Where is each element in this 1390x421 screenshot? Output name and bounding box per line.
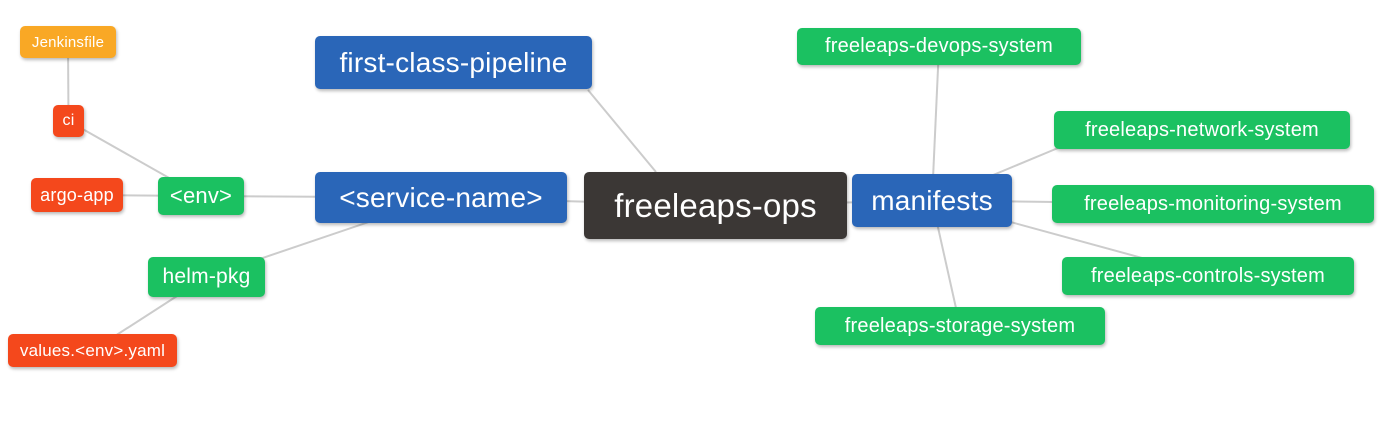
node-helm-pkg[interactable]: helm-pkg [148, 257, 265, 297]
node-freeleaps-storage-system[interactable]: freeleaps-storage-system [815, 307, 1105, 345]
node-freeleaps-monitoring-system[interactable]: freeleaps-monitoring-system [1052, 185, 1374, 223]
node-manifests[interactable]: manifests [852, 174, 1012, 227]
node-argo-app[interactable]: argo-app [31, 178, 123, 212]
edge-first-class-pipeline-to-freeleaps-ops [587, 89, 657, 173]
node-env[interactable]: <env> [158, 177, 244, 215]
node-freeleaps-devops-system[interactable]: freeleaps-devops-system [797, 28, 1081, 65]
node-freeleaps-network-system[interactable]: freeleaps-network-system [1054, 111, 1350, 149]
node-jenkinsfile[interactable]: Jenkinsfile [20, 26, 116, 58]
node-ci[interactable]: ci [53, 105, 84, 137]
node-freeleaps-ops[interactable]: freeleaps-ops [584, 172, 847, 239]
node-service-name[interactable]: <service-name> [315, 172, 567, 223]
node-first-class-pipeline[interactable]: first-class-pipeline [315, 36, 592, 89]
node-freeleaps-controls-system[interactable]: freeleaps-controls-system [1062, 257, 1354, 295]
node-values-env-yaml[interactable]: values.<env>.yaml [8, 334, 177, 367]
